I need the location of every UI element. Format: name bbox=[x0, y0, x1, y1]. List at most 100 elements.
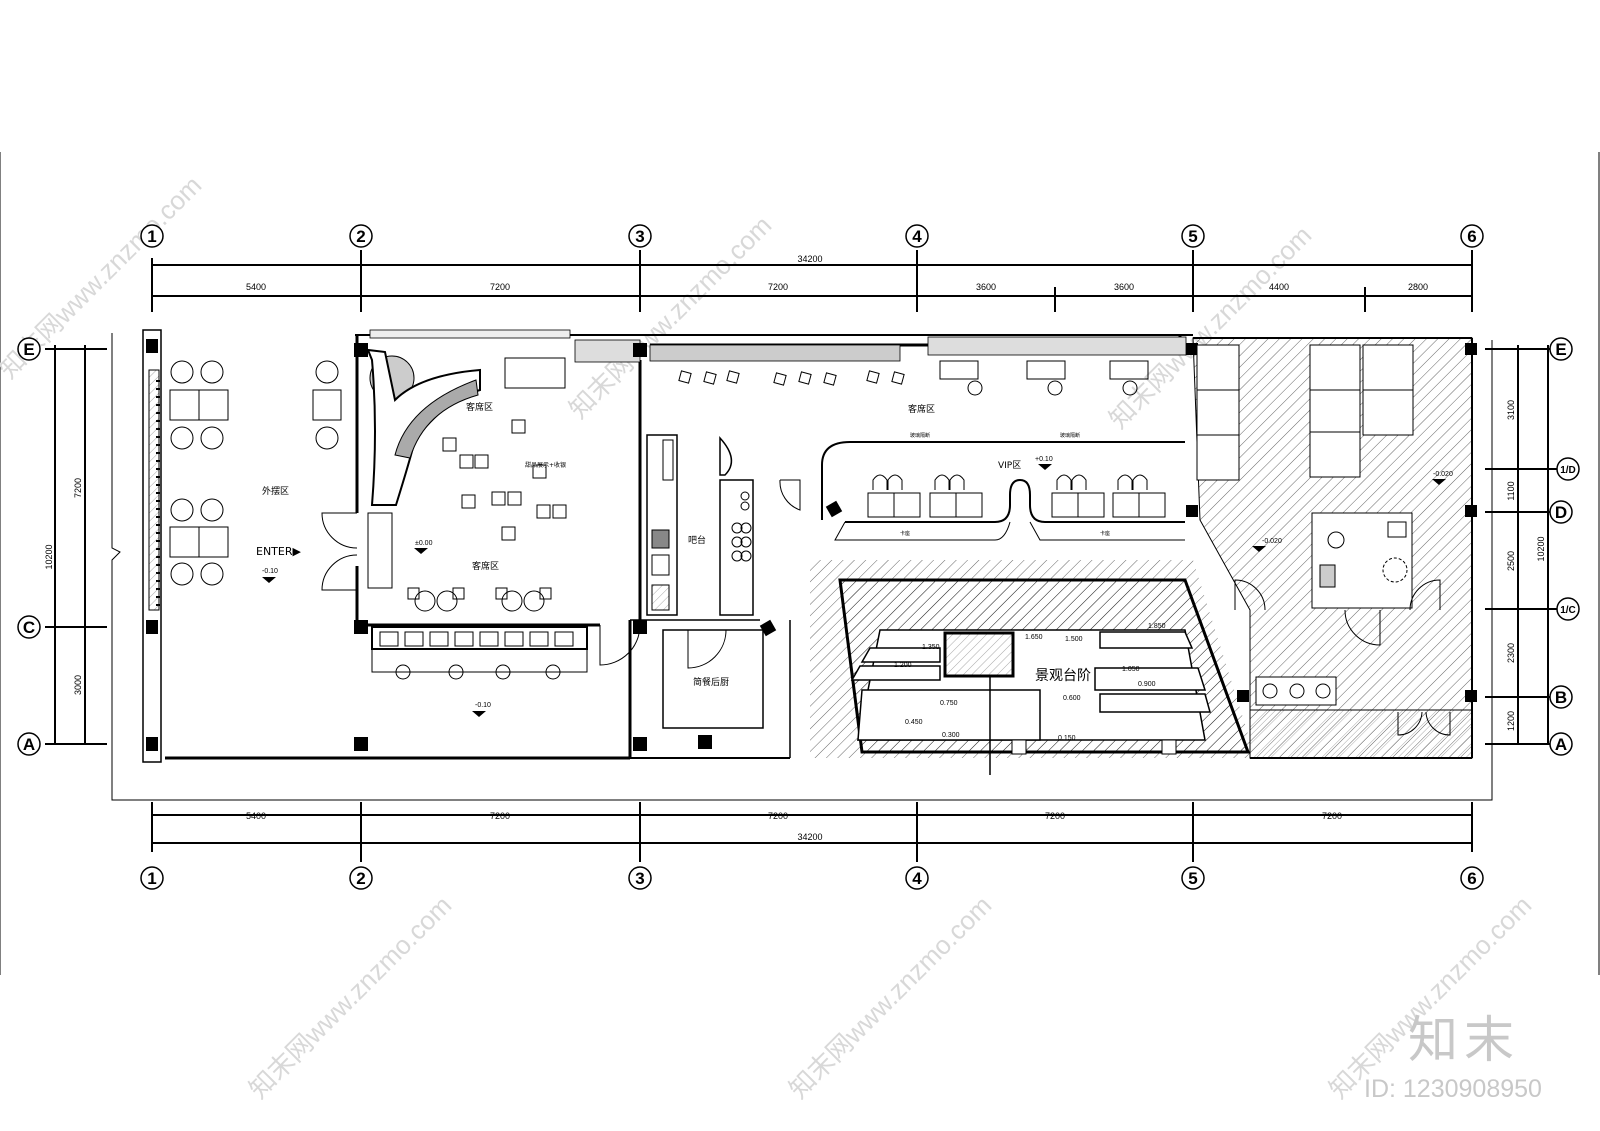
level-mark: 0.750 bbox=[940, 700, 958, 707]
dim-right: 2500 bbox=[1506, 551, 1516, 571]
axis-label: D bbox=[1555, 503, 1567, 522]
dim-left: 7200 bbox=[73, 478, 83, 498]
room-label-kitchen: 简餐后厨 bbox=[693, 676, 729, 688]
axis-label: 3 bbox=[635, 227, 644, 246]
dim-top: 7200 bbox=[490, 282, 510, 292]
top-dimensions bbox=[151, 250, 1473, 312]
image-id: ID: 1230908950 bbox=[1364, 1075, 1542, 1103]
level-mark: 0.600 bbox=[1063, 695, 1081, 702]
level-mark: -0.10 bbox=[475, 702, 491, 709]
level-mark: 1.850 bbox=[1148, 623, 1166, 630]
columns bbox=[146, 339, 1477, 751]
level-mark: ±0.00 bbox=[415, 540, 433, 547]
entrance-doors bbox=[321, 512, 393, 591]
brand-logo: 知末 bbox=[1408, 1011, 1520, 1069]
level-triangle-icon bbox=[414, 548, 428, 554]
axis-label: 6 bbox=[1467, 227, 1476, 246]
axis-label: 4 bbox=[912, 227, 922, 246]
level-mark: -0.020 bbox=[1433, 471, 1453, 478]
dim-bottom: 7200 bbox=[490, 811, 510, 821]
step-levels: 1.850 1.500 1.350 1.200 1.050 0.900 0.75… bbox=[894, 623, 1166, 742]
level-mark: +0.10 bbox=[1035, 456, 1053, 463]
dim-top: 3600 bbox=[976, 282, 996, 292]
axis-label: 2 bbox=[356, 869, 365, 888]
dim-top: 3600 bbox=[1114, 282, 1134, 292]
level-mark: 0.450 bbox=[905, 719, 923, 726]
landscape-steps bbox=[838, 578, 1251, 775]
room-label-vip: VIP区 bbox=[998, 460, 1021, 471]
axis-label: 5 bbox=[1188, 869, 1197, 888]
dim-right: 3100 bbox=[1506, 400, 1516, 420]
axis-label: 6 bbox=[1467, 869, 1476, 888]
level-triangle-icon bbox=[1252, 546, 1266, 552]
room-label-guest-upper: 客席区 bbox=[466, 401, 493, 413]
dim-bottom: 7200 bbox=[1322, 811, 1342, 821]
dim-top: 5400 bbox=[246, 282, 266, 292]
level-mark: -0.020 bbox=[1262, 538, 1282, 545]
level-triangle-icon bbox=[472, 711, 486, 717]
booth-label: 卡座 bbox=[1100, 530, 1110, 537]
restroom-zone bbox=[1196, 344, 1451, 736]
dim-right: 1200 bbox=[1506, 711, 1516, 731]
axis-label: C bbox=[23, 618, 35, 637]
glazing-band bbox=[369, 329, 1187, 363]
vip-area bbox=[678, 360, 1185, 541]
level-triangle-icon bbox=[1432, 479, 1446, 485]
lower-seating bbox=[371, 624, 641, 680]
level-triangle-icon bbox=[1038, 464, 1052, 470]
axis-label: A bbox=[1555, 735, 1567, 754]
axis-label: 2 bbox=[356, 227, 365, 246]
dim-top-total: 34200 bbox=[797, 254, 822, 264]
dim-left: 3000 bbox=[73, 675, 83, 695]
shelf-label: 玻璃隔断 bbox=[910, 432, 930, 439]
axis-label: E bbox=[1555, 340, 1566, 359]
room-label-guest-lower: 客席区 bbox=[472, 560, 499, 572]
site-boundary bbox=[111, 333, 1493, 801]
axis-label: 4 bbox=[912, 869, 922, 888]
level-mark: 1.350 bbox=[922, 644, 940, 651]
dim-bottom-total: 34200 bbox=[797, 832, 822, 842]
axis-label: 1 bbox=[147, 227, 156, 246]
axis-label: B bbox=[1555, 688, 1567, 707]
drawing-frame bbox=[0, 152, 1600, 975]
dim-top: 2800 bbox=[1408, 282, 1428, 292]
dim-right: 1100 bbox=[1506, 481, 1516, 500]
watermark: 知末网www.znzmo.com bbox=[563, 210, 777, 424]
room-label-guest-right: 客席区 bbox=[908, 403, 935, 415]
dim-top: 7200 bbox=[768, 282, 788, 292]
bar-counter bbox=[646, 434, 801, 616]
watermark: 知末网www.znzmo.com bbox=[783, 890, 997, 1104]
level-mark: 1.650 bbox=[1025, 634, 1043, 641]
kitchen bbox=[662, 629, 764, 729]
level-mark: 1.050 bbox=[1122, 666, 1140, 673]
room-label-outdoor: 外摆区 bbox=[262, 485, 289, 497]
room-label-sales: 甜品展示+收银 bbox=[525, 461, 566, 469]
dim-right-total: 10200 bbox=[1536, 536, 1546, 561]
dim-right: 2300 bbox=[1506, 643, 1516, 663]
axis-label: A bbox=[23, 735, 35, 754]
axis-label: 3 bbox=[635, 869, 644, 888]
axis-label: 5 bbox=[1188, 227, 1197, 246]
shelf-label: 玻璃隔断 bbox=[1060, 432, 1080, 439]
outdoor-furniture bbox=[148, 360, 342, 612]
room-label-steps: 景观台阶 bbox=[1035, 668, 1091, 684]
left-dimensions bbox=[45, 345, 107, 745]
dim-top: 4400 bbox=[1269, 282, 1289, 292]
axis-label: 1/C bbox=[1560, 605, 1576, 616]
axis-label: 1 bbox=[147, 869, 156, 888]
enter-label: ENTER▶ bbox=[256, 545, 301, 558]
booth-label: 卡座 bbox=[900, 530, 910, 537]
level-mark: -0.10 bbox=[262, 568, 278, 575]
level-mark: 0.300 bbox=[942, 732, 960, 739]
bottom-dimensions bbox=[151, 802, 1473, 862]
axis-label: 1/D bbox=[1560, 465, 1576, 476]
dim-bottom: 7200 bbox=[768, 811, 788, 821]
right-dimensions bbox=[1485, 345, 1560, 745]
dim-bottom: 7200 bbox=[1045, 811, 1065, 821]
level-mark: 0.150 bbox=[1058, 735, 1076, 742]
axis-label: E bbox=[23, 340, 34, 359]
level-mark: 0.900 bbox=[1138, 681, 1156, 688]
dim-left-total: 10200 bbox=[44, 544, 54, 569]
watermark: 知末网www.znzmo.com bbox=[243, 890, 457, 1104]
